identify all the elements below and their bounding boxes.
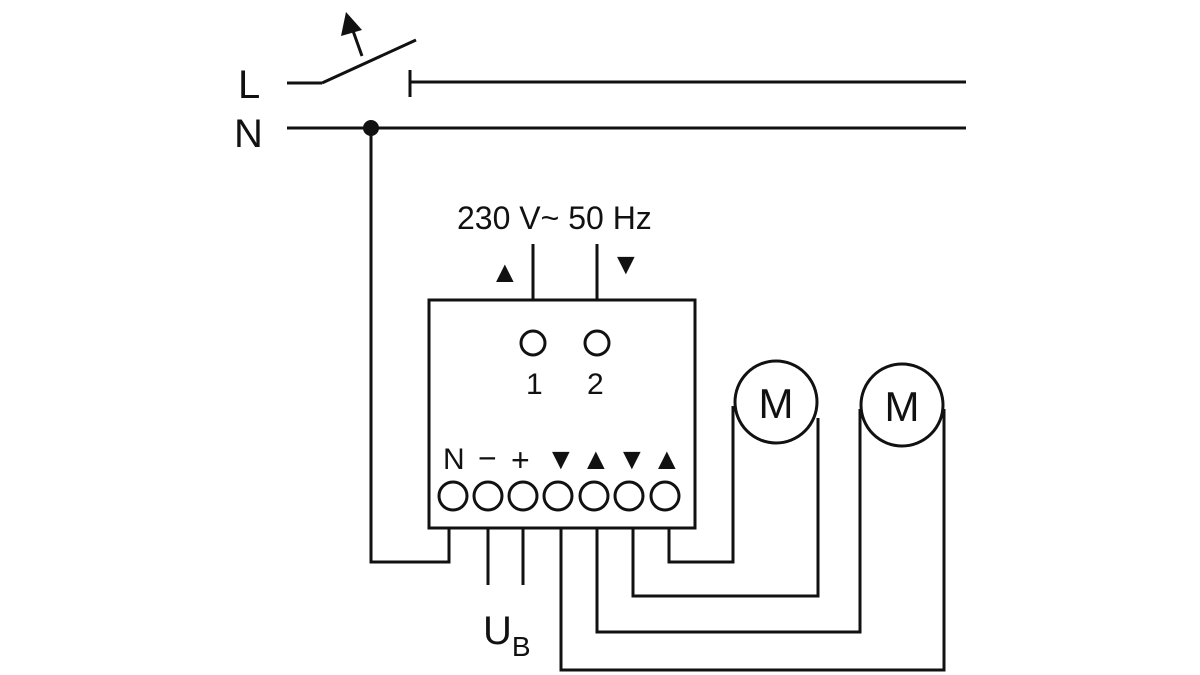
terminal-label-down-2: ▼	[617, 443, 647, 476]
motor-1-wire-right	[631, 418, 820, 598]
n-drop-wire	[369, 128, 451, 564]
terminal-minus	[472, 480, 504, 512]
motor-2-wire-right	[559, 409, 946, 672]
motor-2-label: M	[885, 383, 920, 430]
switch-arrow-stem	[350, 27, 364, 57]
up-arrow-input: ▲	[490, 256, 520, 289]
terminal-label-n: N	[443, 443, 465, 476]
terminal-plus	[507, 480, 539, 512]
motor-2-wire-left	[595, 409, 862, 634]
terminal-n	[437, 480, 469, 512]
terminal-down-2	[613, 480, 645, 512]
label-l: L	[238, 63, 260, 107]
input-label-2: 2	[587, 368, 604, 401]
terminal-up-1	[578, 480, 610, 512]
terminal-down-1	[542, 480, 574, 512]
switch-blade	[321, 38, 417, 85]
terminal-label-up-1: ▲	[581, 443, 611, 476]
input-label-1: 1	[526, 368, 543, 401]
down-arrow-input: ▼	[611, 248, 641, 281]
terminal-label-minus: −	[478, 440, 497, 476]
motor-2	[859, 362, 945, 448]
terminal-label-plus: +	[511, 442, 530, 478]
motor-1	[733, 359, 819, 445]
label-n: N	[234, 112, 263, 156]
terminal-up-2	[649, 480, 681, 512]
input-terminal-2	[583, 329, 611, 357]
terminal-label-down-1: ▼	[546, 443, 576, 476]
input-terminal-1	[519, 329, 547, 357]
switch-arrow-head	[341, 12, 362, 36]
motor-1-wire-left	[667, 406, 735, 564]
motor-1-label: M	[759, 380, 794, 427]
supply-label: 230 V~ 50 Hz	[457, 200, 652, 236]
terminal-label-up-2: ▲	[652, 443, 682, 476]
ub-label: UB	[483, 609, 531, 662]
